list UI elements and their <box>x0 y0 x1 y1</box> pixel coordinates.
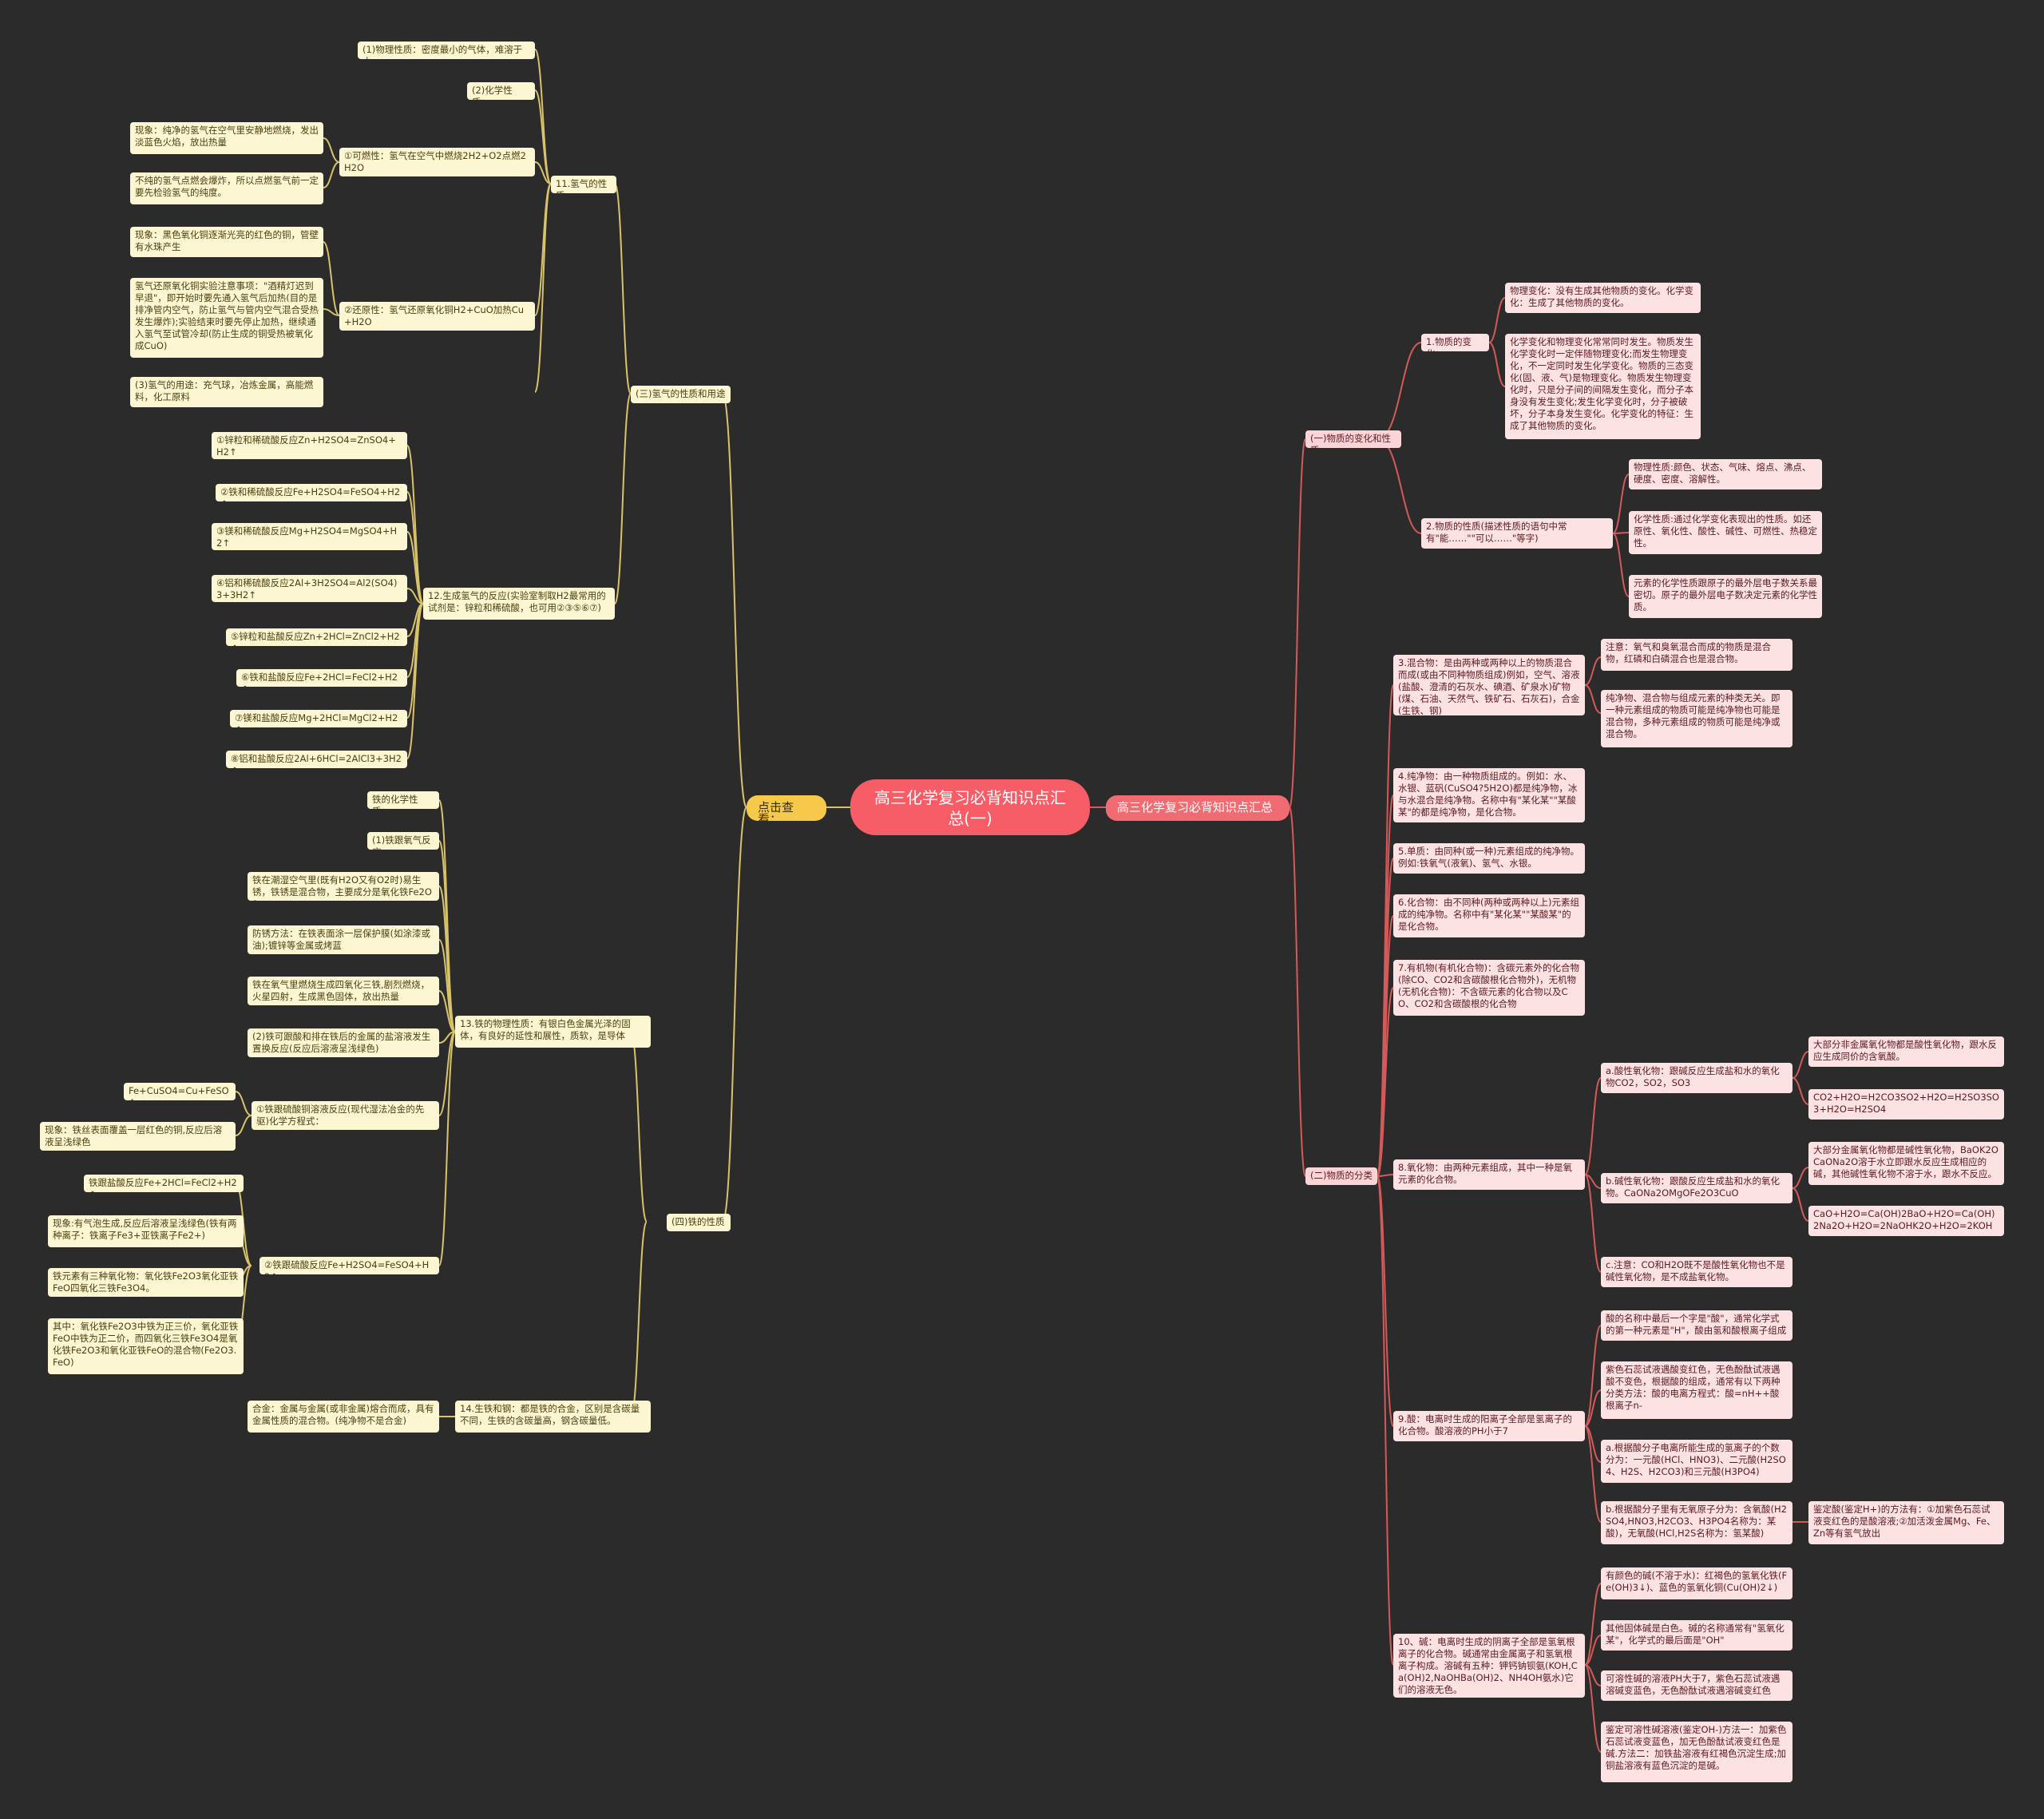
reaction-item[interactable]: ③镁和稀硫酸反应Mg+H2SO4=MgSO4+H2↑ <box>212 523 407 550</box>
node-mixture[interactable]: 3.混合物：是由两种或两种以上的物质混合而成(或由不同种物质组成)例如，空气、溶… <box>1393 655 1585 715</box>
node-base-identification[interactable]: 鉴定可溶性碱溶液(鉴定OH-)方法一：加紫色石蕊试液变蓝色，加无色酚酞试液变红色… <box>1601 1722 1792 1782</box>
node-basic-oxide-equations[interactable]: CaO+H2O=Ca(OH)2BaO+H2O=Ca(OH)2Na2O+H2O=2… <box>1808 1206 2004 1236</box>
node-h2-reducibility[interactable]: ②还原性：氢气还原氧化铜H2+CuO加热Cu+H2O <box>339 302 535 331</box>
node-iron-cuso4[interactable]: ①铁跟硫酸铜溶液反应(现代湿法冶金的先驱)化学方程式： <box>252 1101 439 1130</box>
node-neutral-oxide[interactable]: c.注意：CO和H2O既不是酸性氧化物也不是碱性氧化物，是不成盐氧化物。 <box>1601 1257 1792 1287</box>
node-rust-prevention[interactable]: 防锈方法：在铁表面涂一层保护膜(如涂漆或油);镀锌等金属或烤蓝 <box>248 925 439 954</box>
reaction-item[interactable]: ⑥铁和盐酸反应Fe+2HCl=FeCl2+H2↑ <box>236 669 407 687</box>
node-pig-iron-steel[interactable]: 14.生铁和钢：都是铁的合金，区别是含碳量不同，生铁的含碳量高，钢含碳量低。 <box>455 1401 651 1433</box>
reaction-item[interactable]: ⑤锌粒和盐酸反应Zn+2HCl=ZnCl2+H2↑ <box>226 628 407 646</box>
node-iron-chemical[interactable]: 铁的化学性质： <box>367 791 439 809</box>
node-change-relationship[interactable]: 化学变化和物理变化常常同时发生。物质发生化学变化时一定伴随物理变化;而发生物理变… <box>1505 334 1701 439</box>
node-oxide[interactable]: 8.氧化物：由两种元素组成，其中一种是氧元素的化合物。 <box>1393 1159 1585 1190</box>
node-elementary-substance[interactable]: 5.单质：由同种(或一种)元素组成的纯净物。例如:铁氧气(液氧)、氢气、水银。 <box>1393 843 1585 874</box>
central-topic[interactable]: 高三化学复习必背知识点汇总(一) <box>850 779 1090 835</box>
node-acid-identification[interactable]: 鉴定酸(鉴定H+)的方法有：①加紫色石蕊试液变红色的是酸溶液;②加活泼金属Mg、… <box>1808 1501 2004 1544</box>
node-iron-rust[interactable]: 铁在潮湿空气里(既有H2O又有O2时)易生锈，铁锈是混合物，主要成分是氧化铁Fe… <box>248 872 439 901</box>
node-base[interactable]: 10、碱：电离时生成的阴离子全部是氢氧根离子的化合物。碱通常由金属离子和氢氧根离… <box>1393 1634 1585 1698</box>
node-physical-chemical-change[interactable]: 物理变化：没有生成其他物质的变化。化学变化：生成了其他物质的变化。 <box>1505 283 1701 313</box>
node-cuo-reduction-notes[interactable]: 氢气还原氧化铜实验注意事项："酒精灯迟到早退"，即开始时要先通入氢气后加热(目的… <box>130 278 323 358</box>
reaction-item[interactable]: ②铁和稀硫酸反应Fe+H2SO4=FeSO4+H2↑ <box>216 484 407 501</box>
node-iron-physical[interactable]: 13.铁的物理性质：有银白色金属光泽的固体，有良好的延性和展性，质软，是导体 <box>455 1016 651 1048</box>
node-iron-oxides[interactable]: 铁元素有三种氧化物：氧化铁Fe2O3氧化亚铁FeO四氧化三铁Fe3O4。 <box>48 1268 244 1297</box>
node-iron-burning[interactable]: 铁在氧气里燃烧生成四氧化三铁,剧烈燃烧，火星四射，生成黑色固体，放出热量 <box>248 977 439 1005</box>
left-root-topic[interactable]: 点击查看： <box>747 795 826 821</box>
right-root-topic[interactable]: 高三化学复习必背知识点汇总 <box>1106 795 1289 821</box>
node-mixture-note[interactable]: 注意：氧气和臭氧混合而成的物质是混合物，红磷和白磷混合也是混合物。 <box>1601 639 1792 671</box>
node-acid-indicator[interactable]: 紫色石蕊试液遇酸变红色，无色酚酞试液遇酸不变色，根据酸的组成，通常有以下两种分类… <box>1601 1361 1792 1419</box>
node-element-electrons[interactable]: 元素的化学性质跟原子的最外层电子数关系最密切。原子的最外层电子数决定元素的化学性… <box>1629 575 1822 618</box>
node-h2-combustible[interactable]: ①可燃性：氢气在空气中燃烧2H2+O2点燃2H2O <box>339 148 535 176</box>
node-iron-h2so4[interactable]: ②铁跟硫酸反应Fe+H2SO4=FeSO4+H2↑ <box>259 1257 439 1274</box>
topic-hydrogen-properties[interactable]: (三)氢气的性质和用途 <box>631 386 731 403</box>
node-cuo-reduction-phenomenon[interactable]: 现象：黑色氧化铜逐渐光亮的红色的铜，管壁有水珠产生 <box>130 227 323 257</box>
node-fe-cuso4-equation[interactable]: Fe+CuSO4=Cu+FeSO4 <box>124 1083 236 1100</box>
reaction-item[interactable]: ①锌粒和稀硫酸反应Zn+H2SO4=ZnSO4+H2↑ <box>212 432 407 459</box>
node-acid[interactable]: 9.酸：电离时生成的阳离子全部是氢离子的化合物。酸溶液的PH小于7 <box>1393 1411 1585 1441</box>
node-acidic-oxide-note[interactable]: 大部分非金属氧化物都是酸性氧化物，跟水反应生成同价的含氧酸。 <box>1808 1036 2004 1067</box>
node-pure-vs-mixture[interactable]: 纯净物、混合物与组成元素的种类无关。即一种元素组成的物质可能是纯净物也可能是混合… <box>1601 690 1792 747</box>
reaction-item[interactable]: ④铝和稀硫酸反应2Al+3H2SO4=Al2(SO4)3+3H2↑ <box>212 575 407 602</box>
node-iron-oxide-valence[interactable]: 其中：氧化铁Fe2O3中铁为正三价，氧化亚铁FeO中铁为正二价，而四氧化三铁Fe… <box>48 1318 244 1374</box>
node-chemical-properties[interactable]: 化学性质:通过化学变化表现出的性质。如还原性、氧化性、酸性、碱性、可燃性、热稳定… <box>1629 511 1822 554</box>
node-h2-uses[interactable]: (3)氢气的用途：充气球，冶炼金属，高能燃料，化工原料 <box>130 377 323 407</box>
node-changes-of-matter[interactable]: 1.物质的变化： <box>1421 334 1489 351</box>
node-iron-displacement[interactable]: (2)铁可跟酸和排在铁后的金属的盐溶液发生置换反应(反应后溶液呈浅绿色) <box>248 1028 439 1057</box>
node-acid-by-hydrogen[interactable]: a.根据酸分子电离所能生成的氢离子的个数分为：一元酸(HCl、HNO3)、二元酸… <box>1601 1440 1792 1483</box>
reaction-item[interactable]: ⑦镁和盐酸反应Mg+2HCl=MgCl2+H2↑ <box>230 710 407 727</box>
node-alloy[interactable]: 合金：金属与金属(或非金属)熔合而成，具有金属性质的混合物。(纯净物不是合金) <box>248 1401 439 1433</box>
topic-classification[interactable]: (二)物质的分类 <box>1305 1167 1377 1185</box>
topic-iron-properties[interactable]: (四)铁的性质 <box>667 1214 731 1231</box>
node-organic-compound[interactable]: 7.有机物(有机化合物)：含碳元素外的化合物(除CO、CO2和含碳酸根化合物外)… <box>1393 960 1585 1016</box>
node-h2-purity-check[interactable]: 不纯的氢气点燃会爆炸，所以点燃氢气前一定要先检验氢气的纯度。 <box>130 172 323 204</box>
node-properties-of-matter[interactable]: 2.物质的性质(描述性质的语句中常有"能……""可以……"等字) <box>1421 518 1613 549</box>
reaction-item[interactable]: ⑧铝和盐酸反应2Al+6HCl=2AlCl3+3H2↑ <box>226 751 407 768</box>
node-iron-hcl[interactable]: 铁跟盐酸反应Fe+2HCl=FeCl2+H2↑ <box>84 1175 244 1192</box>
node-fe-cuso4-phenomenon[interactable]: 现象：铁丝表面覆盖一层红色的铜,反应后溶液呈浅绿色 <box>40 1122 236 1151</box>
node-colored-bases[interactable]: 有颜色的碱(不溶于水)：红褐色的氢氧化铁(Fe(OH)3↓)、蓝色的氢氧化铜(C… <box>1601 1567 1792 1599</box>
node-h2-combustion-phenomenon[interactable]: 现象：纯净的氢气在空气里安静地燃烧，发出淡蓝色火焰，放出热量 <box>130 122 323 154</box>
node-h2-producing-reactions[interactable]: 12.生成氢气的反应(实验室制取H2最常用的试剂是：锌粒和稀硫酸，也可用②③⑤⑥… <box>423 588 615 620</box>
node-iron-oxygen[interactable]: (1)铁跟氧气反应 <box>367 832 439 850</box>
node-physical-properties[interactable]: 物理性质:颜色、状态、气味、熔点、沸点、硬度、密度、溶解性。 <box>1629 459 1822 489</box>
node-base-naming[interactable]: 其他固体碱是白色。碱的名称通常有"氢氧化某"，化学式的最后面是"OH" <box>1601 1620 1792 1651</box>
node-iron-acid-phenomenon[interactable]: 现象:有气泡生成,反应后溶液呈浅绿色(铁有两种离子：铁离子Fe3+亚铁离子Fe2… <box>48 1215 244 1247</box>
node-acid-by-oxygen[interactable]: b.根据酸分子里有无氧原子分为：含氧酸(H2SO4,HNO3,H2CO3、H3P… <box>1601 1501 1792 1544</box>
topic-change-and-properties[interactable]: (一)物质的变化和性质 <box>1305 430 1401 448</box>
node-h2-chemical[interactable]: (2)化学性质： <box>467 82 535 100</box>
topic-hydrogen-nature[interactable]: 11.氢气的性质 <box>551 176 616 193</box>
node-compound[interactable]: 6.化合物：由不同种(两种或两种以上)元素组成的纯净物。名称中有"某化某""某酸… <box>1393 894 1585 937</box>
node-acidic-oxide[interactable]: a.酸性氧化物：跟碱反应生成盐和水的氧化物CO2，SO2，SO3 <box>1601 1063 1792 1093</box>
node-basic-oxide-note[interactable]: 大部分金属氧化物都是碱性氧化物，BaOK2OCaONa2O溶于水立即跟水反应生成… <box>1808 1142 2004 1185</box>
node-pure-substance[interactable]: 4.纯净物：由一种物质组成的。例如：水、水银、蓝矾(CuSO4?5H2O)都是纯… <box>1393 768 1585 822</box>
node-h2-physical[interactable]: (1)物理性质：密度最小的气体，难溶于水 <box>358 42 535 59</box>
node-acid-naming[interactable]: 酸的名称中最后一个字是"酸"，通常化学式的第一种元素是"H"，酸由氢和酸根离子组… <box>1601 1310 1792 1341</box>
node-base-indicator[interactable]: 可溶性碱的溶液PH大于7，紫色石蕊试液遇溶碱变蓝色，无色酚酞试液遇溶碱变红色 <box>1601 1670 1792 1701</box>
node-basic-oxide[interactable]: b.碱性氧化物：跟酸反应生成盐和水的氧化物。CaONa2OMgOFe2O3CuO <box>1601 1173 1792 1203</box>
node-acidic-oxide-equations[interactable]: CO2+H2O=H2CO3SO2+H2O=H2SO3SO3+H2O=H2SO4 <box>1808 1089 2004 1120</box>
